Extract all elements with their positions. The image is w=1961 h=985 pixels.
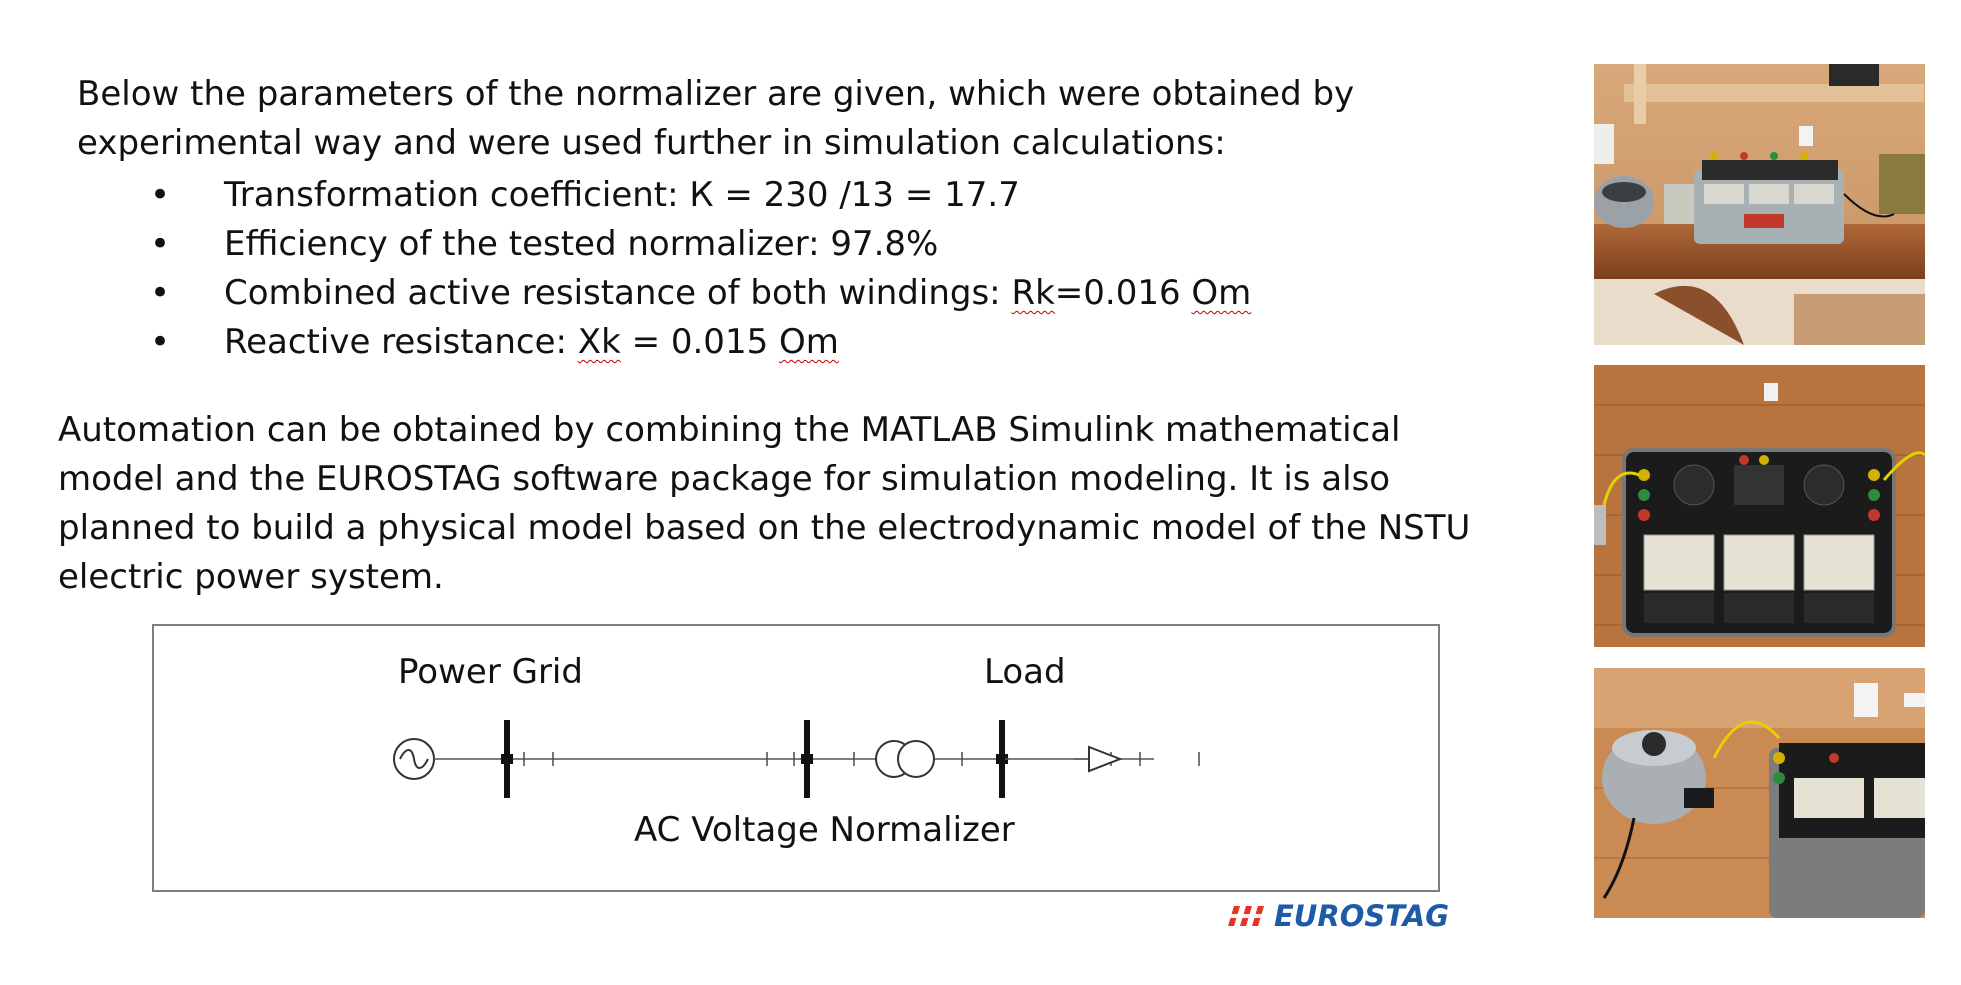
lab-bench-photo-1 [1594,64,1925,345]
eurostag-logo-text: EUROSTAG [1274,899,1450,933]
list-item: • Combined active resistance of both win… [150,269,1251,318]
label-ac-voltage-normalizer: AC Voltage Normalizer [634,810,1015,850]
load-arrow-icon [1005,745,1123,773]
param-reactive-resistance-label: Reactive resistance: [224,322,578,362]
autotransformer-photo [1594,668,1925,918]
eurostag-logo-mark-icon [1228,906,1264,926]
ac-source-icon [393,738,435,780]
label-load: Load [984,652,1066,692]
param-efficiency: Efficiency of the tested normalizer: 97.… [224,224,939,264]
param-reactive-resistance-unit: Om [779,322,839,362]
parameter-list: • Transformation coefficient: К = 230 /1… [150,171,1251,367]
busbar-icon [501,720,1008,798]
label-power-grid: Power Grid [398,652,583,692]
param-active-resistance-label: Combined active resistance of both windi… [224,273,1012,313]
list-item: • Efficiency of the tested normalizer: 9… [150,220,1251,269]
single-line-diagram: Power Grid Load AC Voltage Normalizer [152,624,1440,892]
diagram-drawing [393,720,1200,798]
param-active-resistance-value: =0.016 [1054,273,1192,313]
eurostag-logo: EUROSTAG [1226,898,1449,934]
list-item: • Reactive resistance: Xk = 0.015 Om [150,318,1251,367]
measurement-panel-photo [1594,365,1925,647]
param-reactive-resistance-symbol: Xk [577,322,621,362]
param-transformation-coefficient: Transformation coefficient: К = 230 /13 … [224,175,1020,215]
intro-line-1: Below the parameters of the normalizer a… [77,74,1355,114]
bullet-icon: • [150,273,171,313]
bullet-icon: • [150,175,171,215]
transformer-icon [875,740,935,778]
list-item: • Transformation coefficient: К = 230 /1… [150,171,1251,220]
bullet-icon: • [150,322,171,362]
automation-paragraph: Automation can be obtained by combining … [58,410,1471,597]
bullet-icon: • [150,224,171,264]
param-active-resistance-symbol: Rk [1011,273,1055,313]
intro-line-2: experimental way and were used further i… [77,123,1226,163]
param-reactive-resistance-value: = 0.015 [620,322,780,362]
intro-paragraph: Below the parameters of the normalizer a… [77,70,1377,168]
param-active-resistance-unit: Om [1191,273,1252,313]
